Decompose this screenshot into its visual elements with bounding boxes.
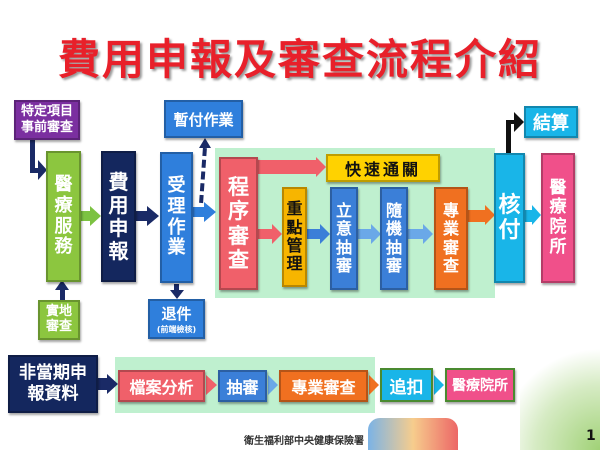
purposive-sampling-box: 立意抽審 [330, 187, 358, 290]
connector [258, 160, 318, 174]
approve-payment-box: 核付 [494, 153, 525, 283]
arrow-icon [38, 160, 47, 180]
connector [525, 210, 533, 222]
acceptance-box: 受理作業 [160, 152, 193, 283]
settlement-box: 結算 [524, 106, 578, 138]
arrow-icon [316, 157, 326, 177]
key-management-box: 重點管理 [282, 187, 307, 287]
org-name: 衛生福利部中央健康保險署 [244, 436, 364, 447]
arrow-icon [107, 374, 118, 394]
arrow-icon [485, 205, 495, 225]
professional-review-box: 專業審查 [434, 187, 468, 290]
arrow-up-icon [199, 138, 211, 148]
connector [506, 120, 516, 124]
mascot-illustration [368, 418, 458, 450]
arrow-icon [272, 224, 282, 244]
connector [258, 229, 274, 239]
arrow-icon [206, 375, 217, 395]
page-number: 1 [586, 428, 596, 444]
connector [174, 284, 179, 292]
connector [307, 229, 321, 239]
arrow-icon [423, 224, 433, 244]
connector [30, 168, 40, 173]
late-claim-box: 非當期申報資料 [8, 355, 98, 413]
arrow-up-icon [55, 280, 69, 290]
return-note: (前端檢核) [156, 325, 197, 334]
arrow-icon [204, 202, 216, 222]
sampling-box: 抽審 [218, 370, 267, 402]
arrow-icon [369, 375, 379, 395]
arrow-icon [371, 224, 381, 244]
file-analysis-box: 檔案分析 [118, 370, 205, 402]
connector [98, 378, 108, 390]
connector [468, 210, 486, 222]
bottom-hospital-box: 醫療院所 [445, 368, 515, 402]
connector [358, 229, 372, 239]
slide-title: 費用申報及審查流程介紹 [57, 35, 542, 84]
fast-pass-box: 快速通關 [326, 154, 440, 182]
arrow-icon [514, 112, 524, 132]
return-box: 退件 (前端檢核) [148, 299, 205, 339]
connector [30, 140, 35, 172]
hospital-box: 醫療院所 [541, 153, 575, 283]
connector [408, 229, 424, 239]
procedural-review-box: 程序審查 [219, 157, 258, 290]
medical-service-box: 醫療服務 [46, 151, 81, 282]
connector [60, 290, 65, 302]
arrow-down-icon [170, 290, 184, 299]
pre-review-box: 特定項目事前審查 [14, 100, 80, 140]
arrow-icon [268, 375, 278, 395]
arrow-icon [90, 206, 101, 226]
advance-payment-box: 暫付作業 [164, 100, 243, 138]
connector [136, 211, 148, 221]
arrow-icon [434, 375, 444, 395]
connector [506, 120, 511, 154]
recovery-box: 追扣 [380, 368, 433, 402]
claim-box: 費用申報 [101, 151, 136, 282]
arrow-icon [532, 205, 541, 225]
return-label: 退件 [161, 305, 192, 323]
random-sampling-box: 隨機抽審 [380, 187, 408, 290]
site-audit-box: 實地審查 [38, 300, 80, 340]
connector [81, 211, 91, 221]
bottom-professional-review-box: 專業審查 [279, 370, 368, 402]
decorative-squares [520, 330, 600, 450]
arrow-icon [320, 224, 330, 244]
connector [193, 207, 205, 217]
dashed-connector [199, 147, 207, 204]
arrow-icon [147, 206, 159, 226]
